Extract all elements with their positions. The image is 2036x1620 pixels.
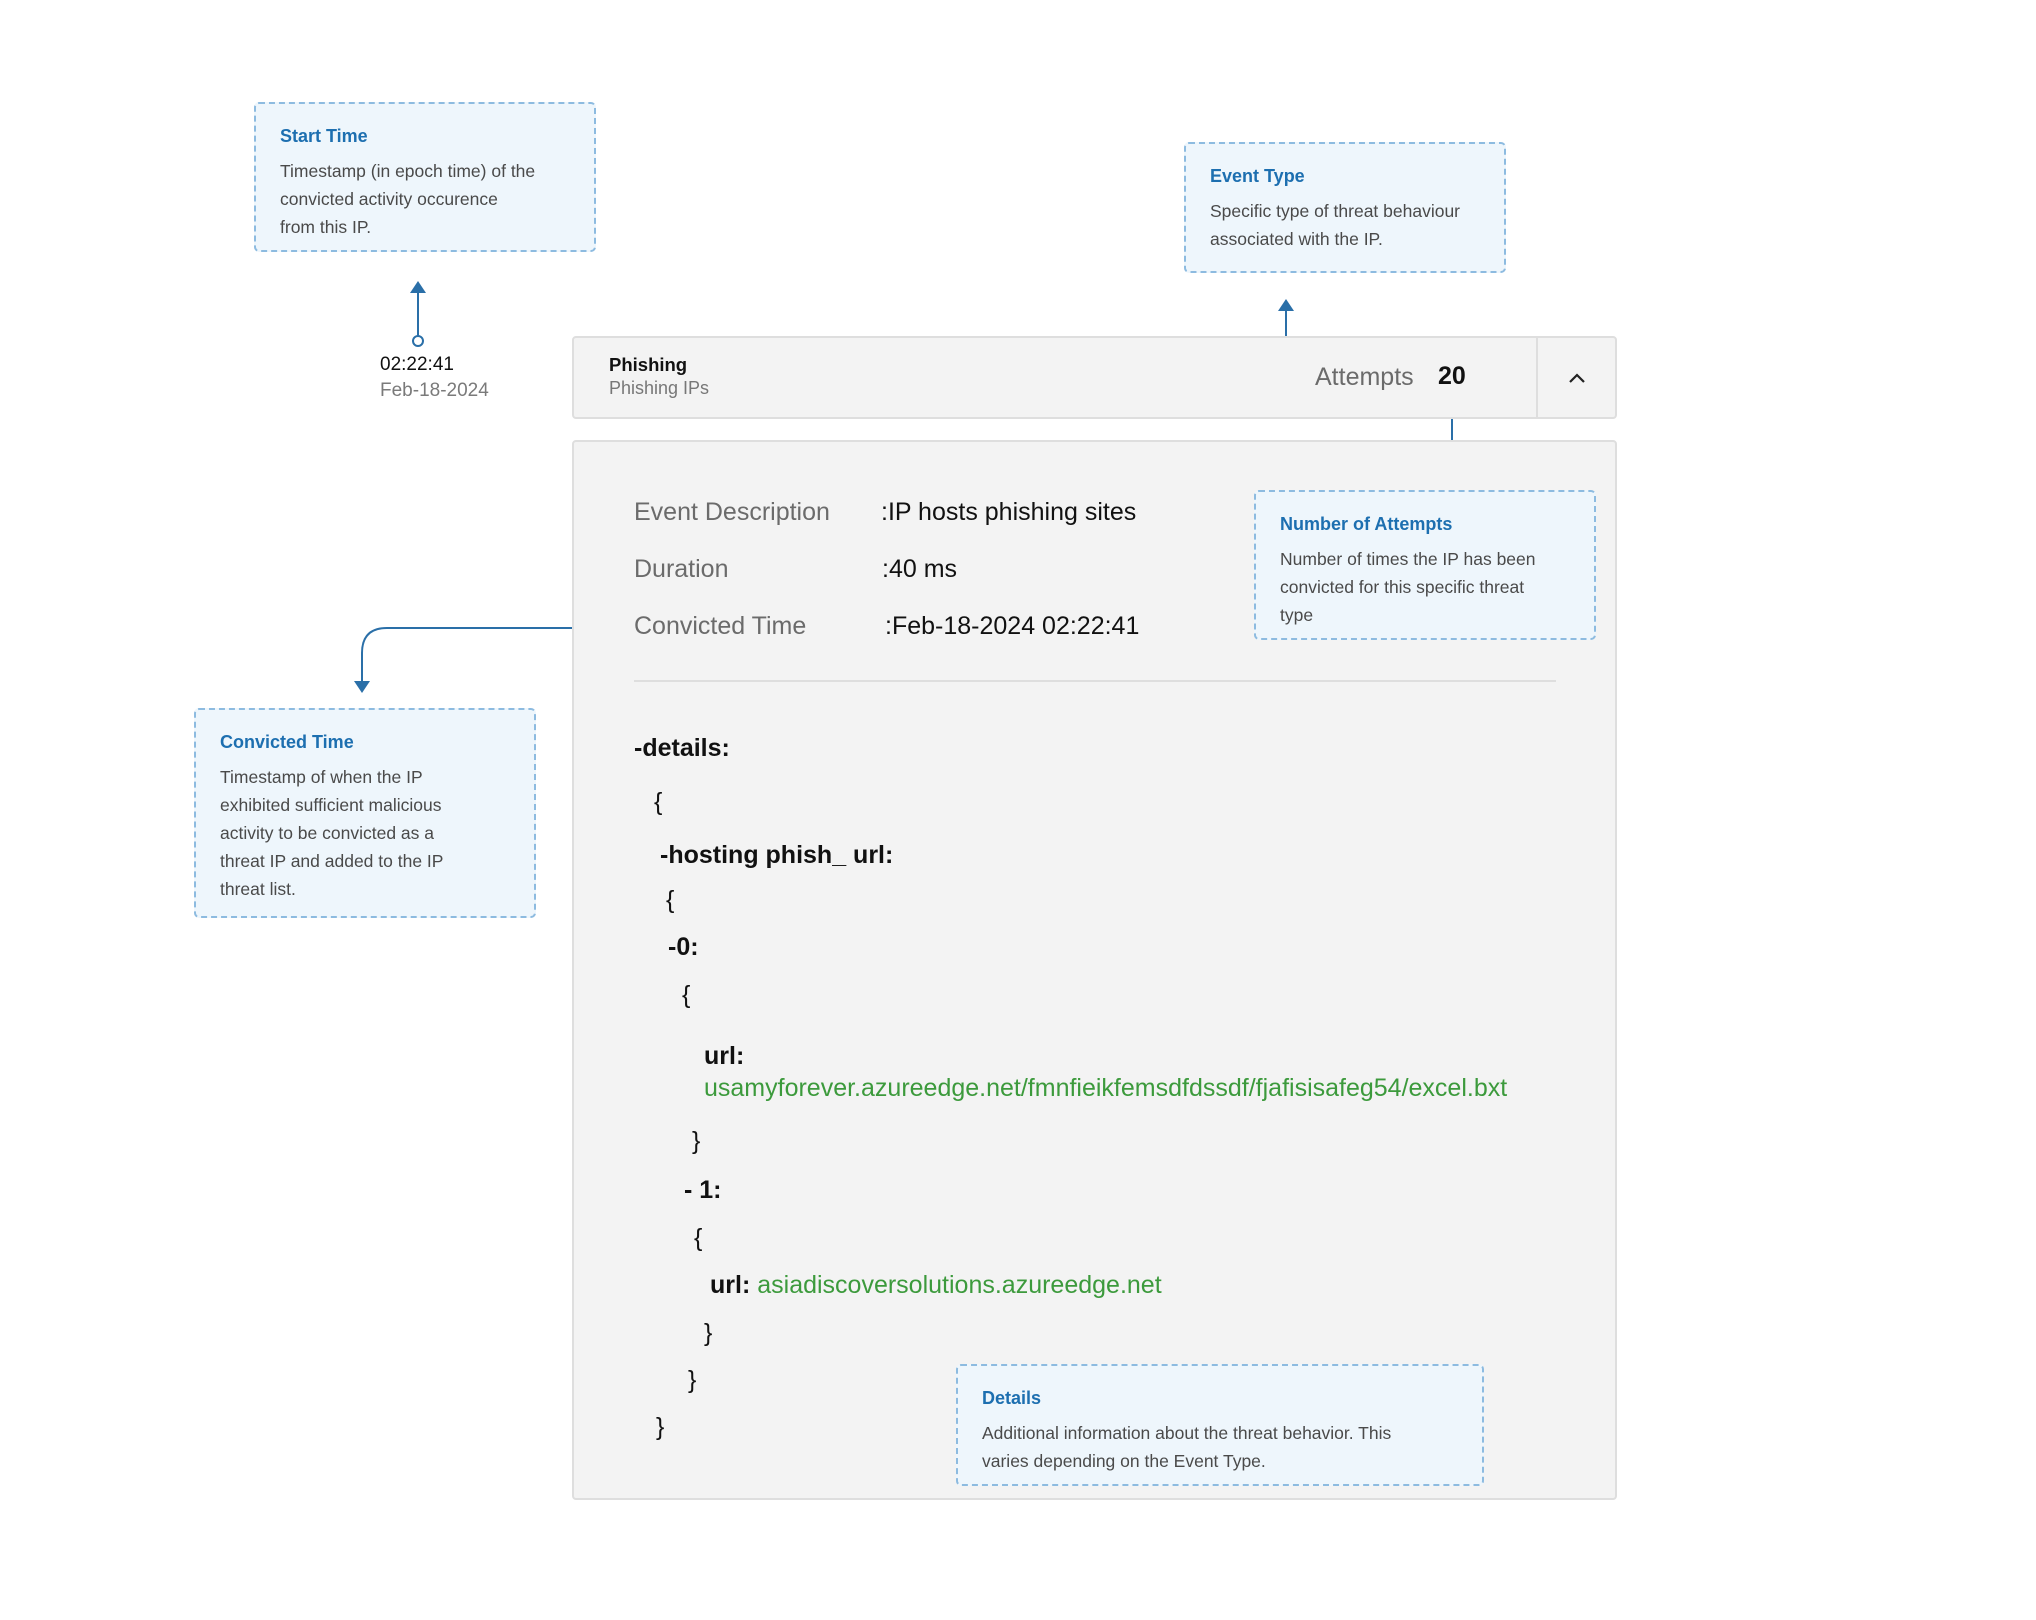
start-time-callout: Start Time Timestamp (in epoch time) of … — [254, 102, 596, 252]
event-type-name: Phishing — [609, 354, 688, 375]
event-description-label: Event Description — [634, 498, 830, 526]
callout-body: Additional information about the threat … — [982, 1423, 1392, 1471]
callout-title: Details — [982, 1388, 1042, 1408]
json-brace: } — [688, 1366, 697, 1394]
convicted-time-callout: Convicted Time Timestamp of when the IP … — [194, 708, 536, 918]
arrow-up-icon — [410, 281, 426, 293]
event-type-callout: Event Type Specific type of threat behav… — [1184, 142, 1506, 273]
item-1-key: - 1: — [684, 1176, 722, 1204]
json-brace: } — [704, 1319, 713, 1347]
attempts-count: 20 — [1438, 362, 1466, 390]
start-time-value: 02:22:41 — [380, 354, 454, 375]
panel-divider — [634, 680, 1556, 682]
url-0-value: usamyforever.azureedge.net/fmnfieikfemsd… — [704, 1074, 1508, 1102]
header-divider — [1536, 338, 1538, 417]
url-0-key: url: — [704, 1042, 745, 1070]
json-brace: { — [666, 886, 675, 914]
event-description-value: :IP hosts phishing sites — [881, 498, 1137, 526]
duration-value: :40 ms — [882, 555, 958, 583]
start-time-date: Feb-18-2024 — [380, 380, 489, 401]
callout-title: Number of Attempts — [1280, 514, 1453, 534]
event-category: Phishing IPs — [609, 378, 710, 398]
convicted-time-label: Convicted Time — [634, 612, 807, 640]
json-brace: } — [692, 1127, 701, 1155]
item-0-key: -0: — [668, 933, 699, 961]
details-key: -details: — [634, 734, 730, 762]
callout-body: Specific type of threat behaviour associ… — [1210, 201, 1461, 249]
duration-label: Duration — [634, 555, 729, 583]
url-1-line: url: asiadiscoversolutions.azureedge.net — [710, 1271, 1162, 1300]
start-time-marker — [412, 335, 424, 347]
arrow-up-icon — [1278, 299, 1294, 311]
callout-title: Convicted Time — [220, 732, 354, 752]
url-1-key: url: — [710, 1271, 751, 1299]
callout-body: Timestamp (in epoch time) of the convict… — [280, 161, 536, 237]
callout-body: Timestamp of when the IP exhibited suffi… — [220, 767, 444, 899]
json-brace: } — [656, 1413, 665, 1441]
chevron-up-icon — [1568, 372, 1585, 383]
collapse-button[interactable] — [1538, 338, 1615, 417]
json-brace: { — [654, 788, 663, 816]
attempts-label: Attempts — [1315, 363, 1414, 391]
attempts-callout: Number of Attempts Number of times the I… — [1254, 490, 1596, 640]
arrow-down-icon — [354, 681, 370, 693]
json-brace: { — [694, 1224, 703, 1252]
callout-title: Start Time — [280, 126, 368, 146]
convicted-time-value: :Feb-18-2024 02:22:41 — [885, 612, 1140, 640]
callout-body: Number of times the IP has been convicte… — [1280, 549, 1536, 625]
details-callout: Details Additional information about the… — [956, 1364, 1484, 1486]
url-1-value: asiadiscoversolutions.azureedge.net — [757, 1271, 1162, 1299]
json-brace: { — [682, 981, 691, 1009]
event-header-row[interactable]: Phishing Phishing IPs Attempts 20 — [572, 336, 1617, 419]
hosting-url-key: -hosting phish_ url: — [660, 841, 894, 869]
callout-title: Event Type — [1210, 166, 1305, 186]
